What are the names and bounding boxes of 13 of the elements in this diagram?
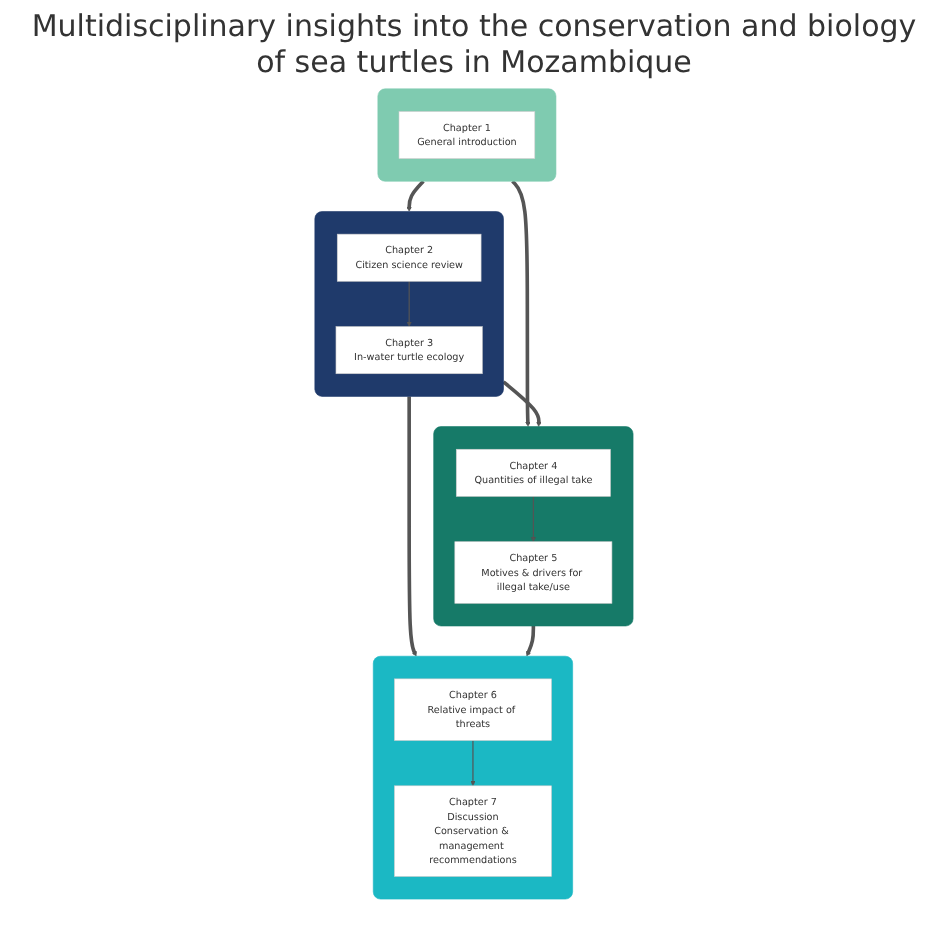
arrow [406,180,425,212]
arrow [407,396,417,657]
arrow [511,180,531,427]
cluster [377,88,557,182]
cluster [433,426,634,627]
diagram-title: Multidisciplinary insights into the conservation and biology of sea turtles in Mozambique [29,8,919,80]
arrow [530,495,537,542]
cluster [372,655,573,900]
arrow [470,739,476,787]
arrow [406,280,412,327]
arrow [526,626,536,657]
arrow [502,380,542,427]
cluster [314,211,504,397]
